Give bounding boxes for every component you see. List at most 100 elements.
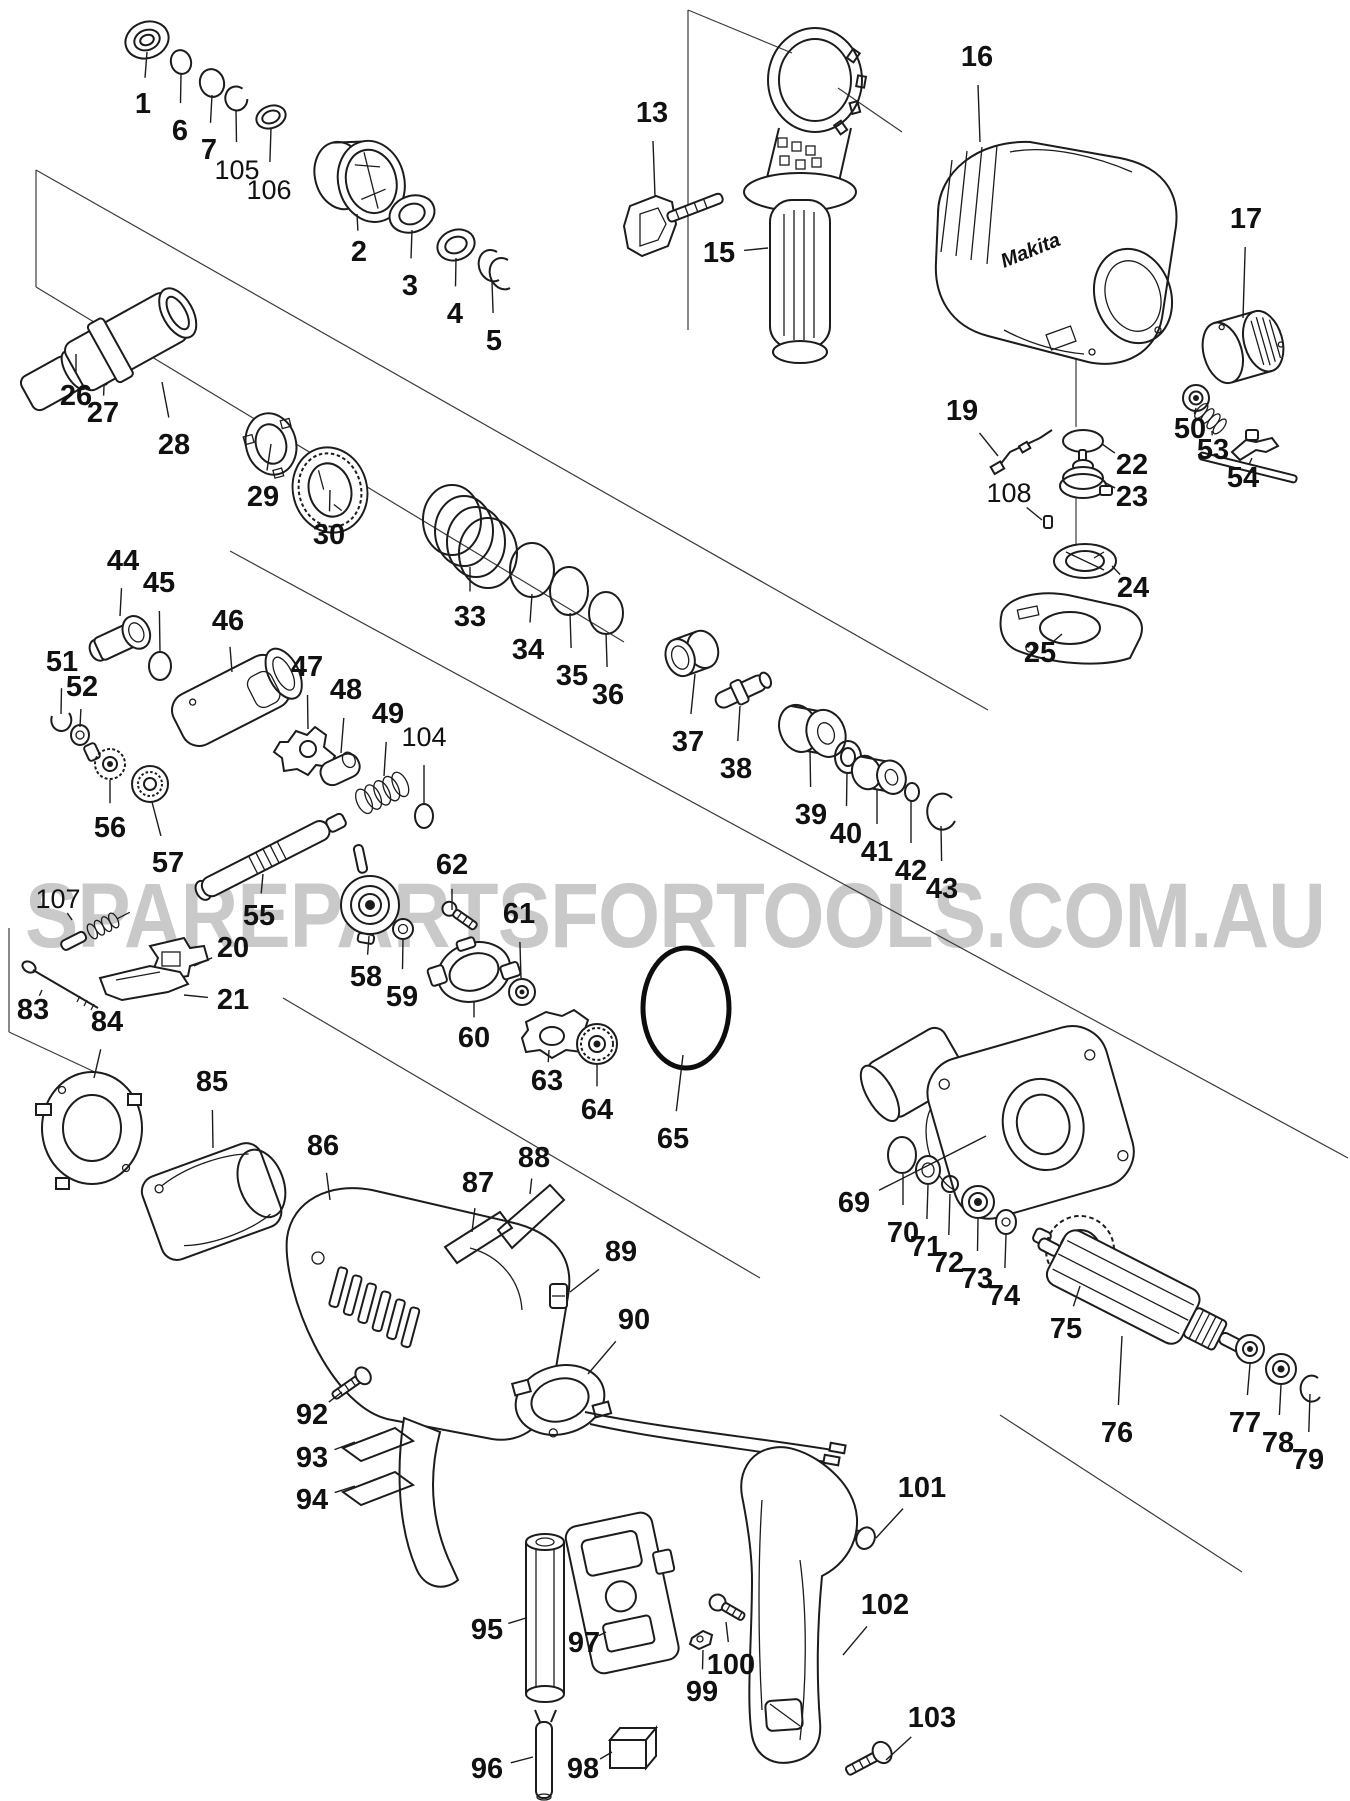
- leader-line-83: [38, 989, 43, 996]
- leader-line-47: [306, 694, 309, 730]
- part-label-73: 73: [961, 1263, 993, 1295]
- part-label-39: 39: [795, 799, 827, 831]
- leader-line-44: [119, 588, 123, 617]
- part-108: [1043, 515, 1053, 529]
- part-label-24: 24: [1117, 572, 1149, 604]
- part-13: [622, 192, 724, 258]
- leader-line-37: [690, 673, 696, 715]
- leader-line-69: [878, 1135, 987, 1191]
- part-3: [388, 194, 436, 234]
- leader-line-29: [266, 443, 272, 471]
- part-label-13: 13: [636, 97, 668, 129]
- part-label-88: 88: [518, 1142, 550, 1174]
- part-label-53: 53: [1197, 434, 1229, 466]
- part-label-69: 69: [838, 1187, 870, 1219]
- part-92: [331, 1366, 372, 1400]
- part-93: [340, 1426, 416, 1463]
- part-label-89: 89: [605, 1236, 637, 1268]
- part-2: [313, 139, 406, 223]
- leader-line-107: [66, 912, 73, 921]
- leader-line-5: [491, 281, 494, 314]
- part-label-92: 92: [296, 1399, 328, 1431]
- leader-line-57: [151, 801, 162, 837]
- part-73: [961, 1185, 995, 1219]
- part-label-2: 2: [351, 236, 367, 268]
- part-105: [224, 85, 249, 112]
- part-107: [60, 911, 131, 951]
- part-label-79: 79: [1292, 1444, 1324, 1476]
- part-label-4: 4: [447, 298, 463, 330]
- part-59: [392, 918, 414, 940]
- part-label-52: 52: [66, 671, 98, 703]
- part-label-16: 16: [961, 41, 993, 73]
- part-106: [255, 104, 287, 130]
- part-6: [169, 49, 193, 75]
- part-label-87: 87: [462, 1167, 494, 1199]
- part-label-40: 40: [830, 818, 862, 850]
- leader-line-76: [1117, 1335, 1123, 1406]
- leader-line-55: [260, 873, 264, 894]
- part-48: [319, 751, 361, 787]
- part-label-106: 106: [246, 175, 291, 205]
- leader-line-71: [926, 1184, 929, 1220]
- part-44: [88, 615, 152, 662]
- part-label-65: 65: [657, 1123, 689, 1155]
- leader-line-54: [1248, 457, 1253, 464]
- part-55: [194, 812, 347, 901]
- part-label-71: 71: [910, 1231, 942, 1263]
- part-label-29: 29: [247, 481, 279, 513]
- leader-line-40: [845, 771, 848, 807]
- part-85: [140, 1142, 287, 1261]
- part-1: [124, 20, 170, 60]
- leader-line-61: [519, 941, 522, 979]
- part-19: [989, 429, 1053, 476]
- leader-line-84: [93, 1049, 102, 1079]
- part-label-48: 48: [330, 674, 362, 706]
- leader-line-65: [675, 1054, 684, 1112]
- leader-line-43: [940, 825, 943, 862]
- part-label-1: 1: [135, 88, 151, 120]
- part-74: [995, 1209, 1017, 1235]
- leader-line-102: [842, 1625, 868, 1656]
- part-69: [859, 1025, 1135, 1220]
- leader-line-6: [179, 73, 182, 104]
- part-label-35: 35: [556, 660, 588, 692]
- leader-line-13: [652, 140, 656, 197]
- part-label-59: 59: [386, 981, 418, 1013]
- part-21: [98, 964, 190, 1002]
- leader-line-93: [334, 1441, 356, 1451]
- part-50: [1182, 384, 1210, 412]
- part-61: [508, 978, 536, 1006]
- leader-line-87: [471, 1208, 476, 1233]
- part-label-19: 19: [946, 395, 978, 427]
- leader-line-105: [235, 109, 238, 143]
- part-label-51: 51: [46, 646, 78, 678]
- part-77: [1235, 1334, 1265, 1364]
- leader-line-59: [401, 939, 404, 970]
- part-83: [21, 960, 99, 1011]
- part-label-27: 27: [87, 397, 119, 429]
- leader-line-94: [334, 1485, 356, 1494]
- part-54: [1198, 429, 1298, 484]
- leader-line-100: [725, 1621, 729, 1643]
- part-25: [999, 592, 1143, 665]
- leader-line-7: [209, 94, 213, 123]
- leader-line-77: [1246, 1363, 1251, 1396]
- part-7: [198, 68, 226, 98]
- part-label-62: 62: [436, 849, 468, 881]
- part-label-99: 99: [686, 1676, 718, 1708]
- leader-line-50: [1193, 407, 1197, 415]
- leader-line-78: [1278, 1384, 1282, 1416]
- part-label-58: 58: [350, 961, 382, 993]
- leader-line-86: [325, 1172, 331, 1201]
- leader-line-25: [1053, 633, 1063, 642]
- part-78: [1265, 1353, 1297, 1385]
- part-label-30: 30: [313, 519, 345, 551]
- part-88: [496, 1183, 566, 1250]
- part-103: [844, 1740, 893, 1776]
- leader-line-45: [158, 610, 161, 653]
- leader-line-20: [193, 957, 213, 967]
- leader-line-35: [569, 612, 572, 649]
- part-label-25: 25: [1024, 637, 1056, 669]
